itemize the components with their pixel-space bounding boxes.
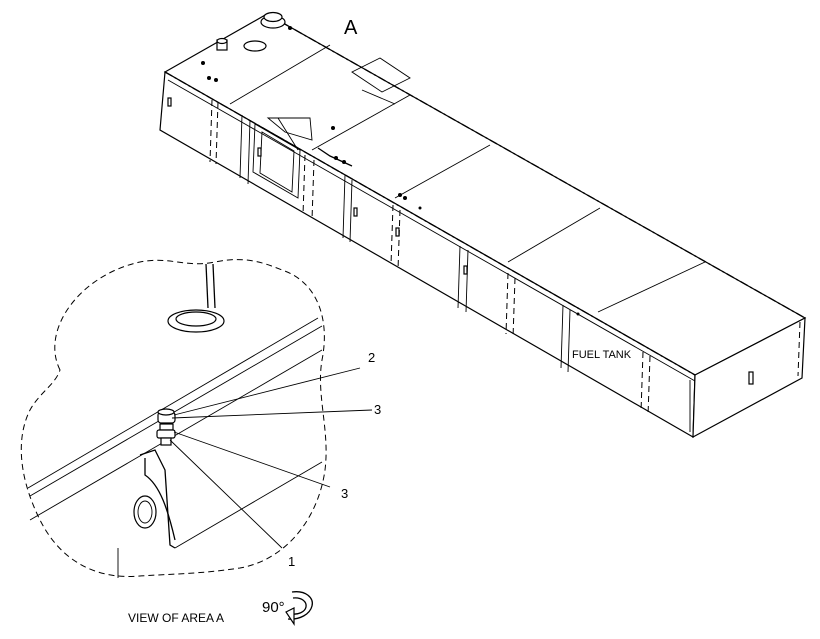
bracket-hole [133, 495, 157, 529]
callout-2: 2 [368, 350, 375, 365]
tank-panel-lines [209, 99, 691, 432]
view-caption: VIEW OF AREA A [128, 611, 224, 625]
detail-boundary [20, 259, 327, 578]
fuel-tank-body [159, 11, 807, 439]
rotation-label: 90° [262, 599, 285, 616]
component-name-label: FUEL TANK [572, 349, 632, 361]
tank-top-face [163, 13, 807, 376]
callout-3-lower: 3 [341, 486, 348, 501]
callout-3-upper: 3 [374, 402, 381, 417]
drain-plug-assembly [156, 408, 176, 446]
detail-view-area-a [20, 259, 373, 578]
callout-1: 1 [288, 554, 295, 569]
area-marker-label: A [344, 17, 358, 39]
rotation-arrow-icon [285, 591, 313, 626]
